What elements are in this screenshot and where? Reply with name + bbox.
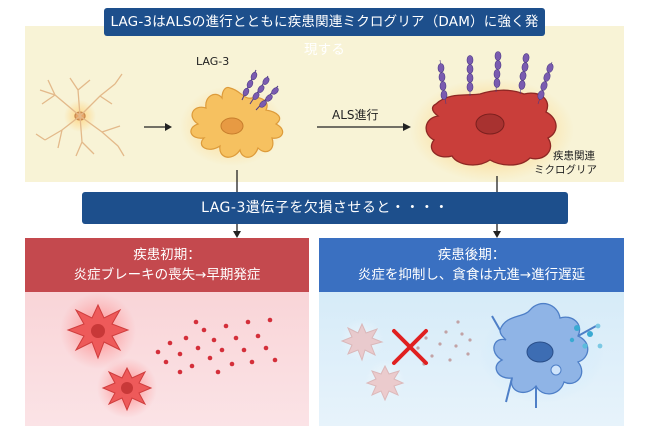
late-phase-header: 疾患後期： 炎症を抑制し、貪食は亢進→進行遅延 [319,238,624,292]
arrow-icon [144,123,172,131]
lag3-receptor-cluster-icon [437,51,554,105]
dam-label-line1: 疾患関連 [553,150,595,162]
resting-microglia-icon [35,73,125,157]
dam-label-line2: ミクログリア [534,164,597,176]
late-phase-title: 疾患後期： [437,247,506,263]
progression-label: ALS進行 [332,108,379,122]
lag3-receptor-icon [241,69,279,111]
connector-arrow-icon [233,170,501,238]
figure-title: LAG-3はALSの進行とともに疾患関連ミクログリア（DAM）に強く発現する [104,8,545,58]
early-phase-header: 疾患初期： 炎症ブレーキの喪失→早期発症 [25,238,309,292]
condition-banner: LAG-3遺伝子を欠損させると・・・・ [82,192,568,224]
early-phase-title: 疾患初期： [133,247,201,263]
activated-microglia-icon [180,86,284,166]
early-phase-panel: 疾患初期： 炎症ブレーキの喪失→早期発症 [25,238,309,426]
dam-microglia-icon [410,78,574,182]
progression-arrow-icon [317,123,411,131]
early-phase-description: 炎症ブレーキの喪失→早期発症 [73,267,261,283]
late-phase-description: 炎症を抑制し、貪食は亢進→進行遅延 [357,267,586,283]
late-phase-panel: 疾患後期： 炎症を抑制し、貪食は亢進→進行遅延 [319,238,624,426]
lag3-label: LAG-3 [196,55,230,68]
